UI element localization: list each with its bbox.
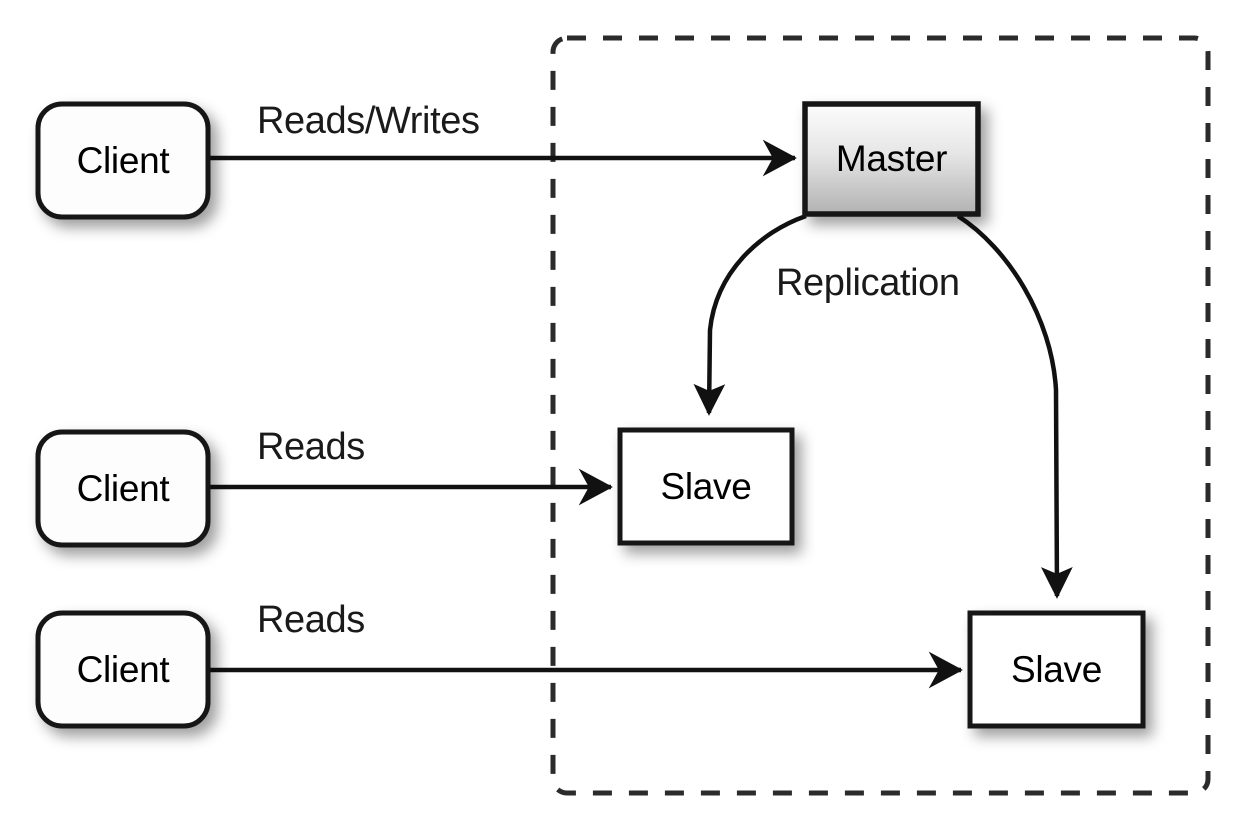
edge-master-slave1-curve bbox=[693, 213, 807, 416]
replication-curves bbox=[693, 213, 1073, 599]
node-client-1[interactable] bbox=[35, 101, 211, 220]
node-client-3[interactable] bbox=[35, 610, 211, 729]
node-slave-2[interactable] bbox=[967, 610, 1146, 729]
replication-cluster-boundary bbox=[550, 35, 1211, 796]
edge-master-slave2-curve bbox=[956, 214, 1073, 599]
edge-label-reads-2: Reads bbox=[257, 599, 365, 641]
edge-label-reads-1: Reads bbox=[257, 426, 365, 468]
node-slave-1[interactable] bbox=[617, 427, 795, 546]
edge-label-replication: Replication bbox=[776, 262, 960, 304]
edge-label-reads-writes: Reads/Writes bbox=[257, 100, 480, 142]
node-master[interactable] bbox=[802, 101, 981, 217]
node-client-2[interactable] bbox=[35, 429, 211, 548]
connector-lines bbox=[208, 139, 963, 689]
